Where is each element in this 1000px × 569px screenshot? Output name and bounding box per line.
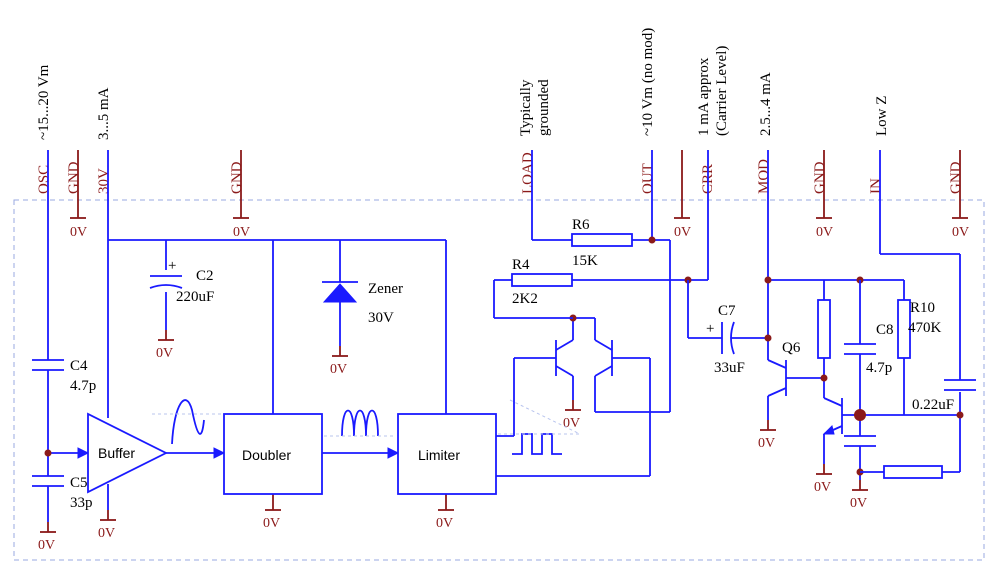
note-load-2: grounded bbox=[536, 79, 552, 136]
c5-name: C5 bbox=[70, 475, 88, 491]
limiter-block: Limiter bbox=[397, 413, 497, 495]
pin-notes: ~15...20 Vm 3...5 mA Typically grounded … bbox=[36, 28, 890, 140]
gnd-label-q-pair: 0V bbox=[563, 416, 580, 431]
gnd-label-2: 0V bbox=[233, 225, 250, 240]
c2-value: 220uF bbox=[176, 289, 214, 305]
pin-osc: OSC bbox=[36, 165, 52, 194]
gnd-label-q7: 0V bbox=[814, 480, 831, 495]
gnd-label-c2: 0V bbox=[156, 346, 173, 361]
osc-input: C4 4.7p C5 33p bbox=[32, 358, 96, 522]
ground-symbols bbox=[40, 217, 968, 533]
r4-r6-network: R6 15K R4 2K2 bbox=[493, 217, 708, 319]
doubler-label: Doubler bbox=[242, 447, 291, 463]
pin-mod: MOD bbox=[756, 159, 772, 194]
r10-name: R10 bbox=[910, 300, 935, 316]
buffer-label: Buffer bbox=[98, 445, 135, 461]
gnd-label-zener: 0V bbox=[330, 362, 347, 377]
capacitor-c2: + C2 220uF bbox=[149, 258, 214, 305]
pin-out: OUT bbox=[640, 163, 656, 194]
pin-gnd-2: GND bbox=[229, 161, 245, 194]
c8-value: 4.7p bbox=[866, 360, 892, 376]
pin-load: LOAD bbox=[520, 152, 536, 194]
zener-value: 30V bbox=[368, 310, 394, 326]
gnd-label-1: 0V bbox=[70, 225, 87, 240]
note-out: ~10 Vm (no mod) bbox=[640, 28, 656, 136]
r6-name: R6 bbox=[572, 217, 590, 233]
buffer-block: Buffer bbox=[87, 412, 226, 510]
gnd-label-limiter: 0V bbox=[436, 516, 453, 531]
pin-stubs bbox=[47, 150, 881, 360]
pin-gnd-3: GND bbox=[812, 161, 828, 194]
c7-value: 33uF bbox=[714, 360, 745, 376]
c7-name: C7 bbox=[718, 303, 736, 319]
note-mod: 2.5...4 mA bbox=[758, 72, 774, 136]
ground-labels: 0V 0V 0V 0V 0V 0V 0V 0V 0V 0V 0V 0V 0V 0… bbox=[38, 225, 969, 553]
doubler-block: Doubler bbox=[223, 413, 400, 495]
gnd-label-q6: 0V bbox=[758, 436, 775, 451]
zener-diode: Zener 30V bbox=[322, 281, 403, 326]
r4-name: R4 bbox=[512, 257, 530, 273]
gnd-label-c9: 0V bbox=[850, 496, 867, 511]
c8-name: C8 bbox=[876, 322, 894, 338]
gnd-label-doubler: 0V bbox=[263, 516, 280, 531]
limiter-label: Limiter bbox=[418, 447, 460, 463]
q6-name: Q6 bbox=[782, 340, 801, 356]
zener-name: Zener bbox=[368, 281, 403, 297]
cin-value: 0.22uF bbox=[912, 397, 954, 413]
note-osc: ~15...20 Vm bbox=[36, 64, 52, 140]
module-border bbox=[13, 199, 985, 561]
r6-value: 15K bbox=[572, 253, 598, 269]
sine-waveform bbox=[171, 399, 205, 445]
transistor-pair bbox=[555, 240, 671, 413]
note-in: Low Z bbox=[874, 96, 890, 136]
r4-value: 2K2 bbox=[512, 291, 538, 307]
c5-value: 33p bbox=[70, 495, 93, 511]
svg-text:+: + bbox=[706, 321, 714, 337]
pin-30v: 30V bbox=[96, 168, 112, 194]
gnd-label-4: 0V bbox=[816, 225, 833, 240]
square-waveform bbox=[512, 433, 562, 455]
r10-value: 470K bbox=[908, 320, 942, 336]
note-30v: 3...5 mA bbox=[96, 87, 112, 140]
pin-gnd-1: GND bbox=[66, 161, 82, 194]
svg-text:+: + bbox=[168, 258, 176, 274]
gnd-label-c5: 0V bbox=[38, 538, 55, 553]
c2-name: C2 bbox=[196, 268, 214, 284]
c4-name: C4 bbox=[70, 358, 88, 374]
note-crr-1: 1 mA approx bbox=[696, 57, 712, 136]
mod-stage: Q6 C8 4.7p R10 470K bbox=[764, 253, 976, 480]
ground-stubs bbox=[77, 150, 961, 218]
pin-in: IN bbox=[868, 178, 884, 194]
gnd-label-buffer: 0V bbox=[98, 526, 115, 541]
rectified-waveform bbox=[341, 409, 379, 437]
gnd-label-5: 0V bbox=[952, 225, 969, 240]
note-crr-2: (Carrier Level) bbox=[714, 46, 730, 136]
note-load-1: Typically bbox=[518, 79, 534, 136]
limiter-outputs bbox=[496, 357, 651, 477]
pin-gnd-4: GND bbox=[948, 161, 964, 194]
capacitor-c7: + C7 33uF bbox=[687, 280, 768, 376]
supply-rail bbox=[107, 239, 447, 418]
c4-value: 4.7p bbox=[70, 378, 96, 394]
gnd-label-3: 0V bbox=[674, 225, 691, 240]
